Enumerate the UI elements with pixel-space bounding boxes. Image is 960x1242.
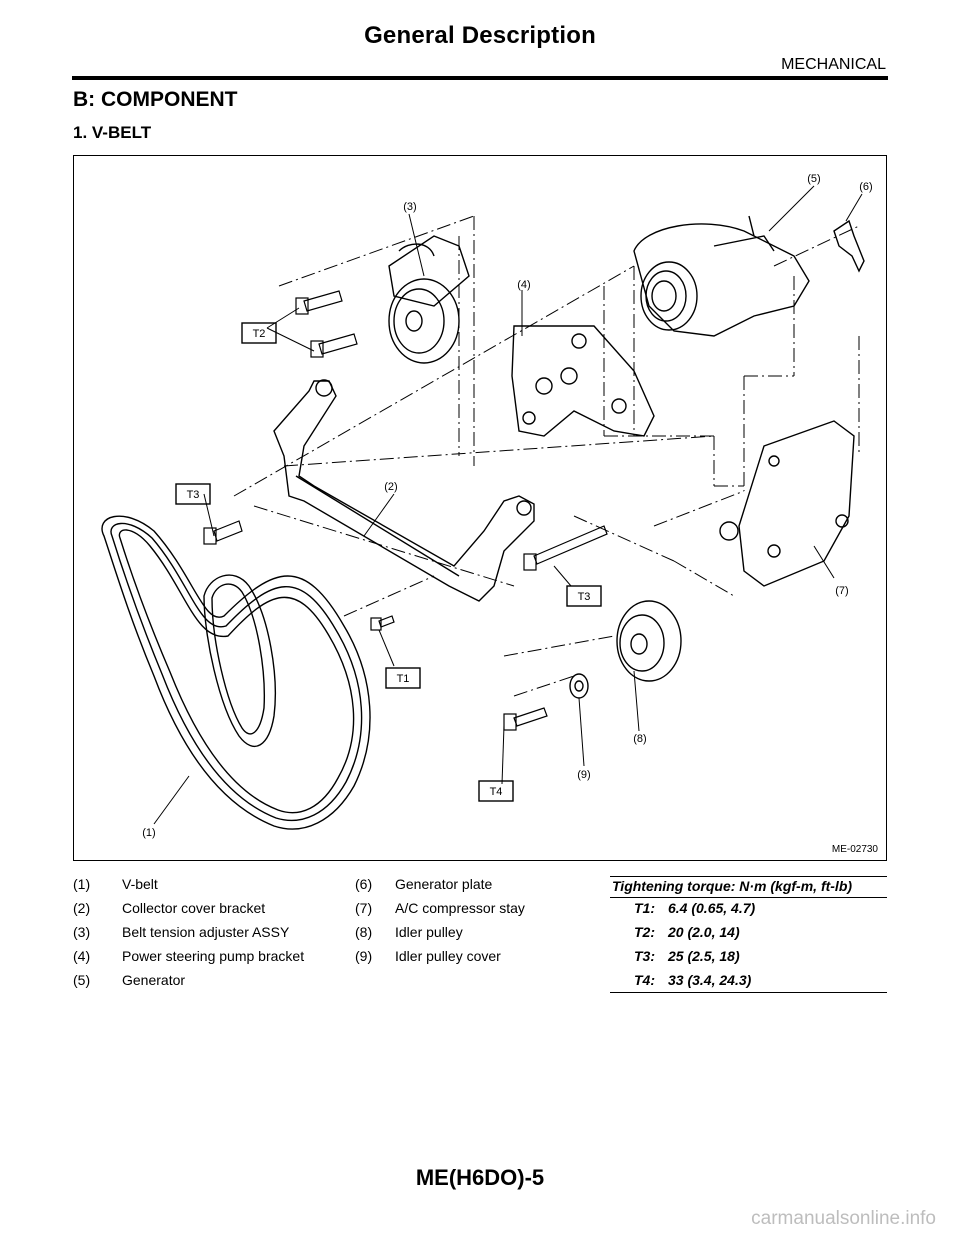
- callout-4: (4): [517, 279, 530, 291]
- torque-value: 25 (2.5, 18): [668, 948, 740, 964]
- legend-label: Collector cover bracket: [122, 900, 266, 916]
- callout-7: (7): [835, 585, 848, 597]
- exploded-view-illustration: T2 T3 T3 T1 T4 (1) (2) (3) (4) (5) (6) (…: [101, 173, 873, 839]
- legend-num: (1): [73, 876, 91, 892]
- torque-rule: [610, 992, 887, 993]
- callout-9: (9): [577, 769, 590, 781]
- legend-num: (5): [73, 972, 91, 988]
- component-diagram: T2 T3 T3 T1 T4 (1) (2) (3) (4) (5) (6) (…: [73, 155, 887, 861]
- torque-key: T3:: [634, 948, 655, 964]
- torque-rule: [610, 897, 887, 898]
- legend-label: Idler pulley: [395, 924, 463, 940]
- legend-label: Power steering pump bracket: [122, 948, 305, 964]
- torque-key: T4:: [634, 972, 655, 988]
- page-code: ME(H6DO)-5: [415, 1165, 545, 1190]
- watermark: carmanualsonline.info: [751, 1208, 936, 1229]
- callout-5: (5): [807, 173, 820, 185]
- torque-value: 6.4 (0.65, 4.7): [668, 900, 756, 916]
- legend-row: (5) Generator: [73, 972, 887, 992]
- legend-num: (8): [355, 924, 373, 940]
- torque-key: T1:: [634, 900, 655, 916]
- torque-tag-t2: T2: [253, 328, 266, 340]
- page-title: General Description: [364, 22, 596, 49]
- torque-tag-t1: T1: [397, 673, 410, 685]
- callout-3: (3): [403, 201, 416, 213]
- subsection-heading: 1. V-BELT: [73, 123, 152, 142]
- legend-num: (3): [73, 924, 91, 940]
- callout-8: (8): [633, 733, 646, 745]
- legend-row: (4) Power steering pump bracket (9) Idle…: [73, 948, 887, 968]
- legend-num: (9): [355, 948, 373, 964]
- callout-1: (1): [142, 827, 155, 839]
- legend-label: Idler pulley cover: [395, 948, 501, 964]
- legend-row: (2) Collector cover bracket (7) A/C comp…: [73, 900, 887, 920]
- callout-2: (2): [384, 481, 397, 493]
- torque-tag-t4: T4: [490, 786, 503, 798]
- torque-value: 33 (3.4, 24.3): [668, 972, 752, 988]
- legend-label: V-belt: [122, 876, 158, 892]
- header-divider: [72, 76, 888, 80]
- callout-6: (6): [859, 181, 872, 193]
- torque-tag-t3: T3: [578, 591, 591, 603]
- legend-label: Generator plate: [395, 876, 493, 892]
- legend-num: (4): [73, 948, 91, 964]
- torque-value: 20 (2.0, 14): [668, 924, 740, 940]
- section-name: MECHANICAL: [781, 56, 886, 73]
- torque-title: Tightening torque: N·m (kgf-m, ft-lb): [612, 878, 853, 894]
- torque-spec: T2: 20 (2.0, 14): [634, 924, 740, 940]
- legend-row: (1) V-belt (6) Generator plate: [73, 876, 887, 896]
- figure-code: ME-02730: [831, 844, 878, 855]
- legend-label: Belt tension adjuster ASSY: [122, 924, 290, 940]
- legend-num: (2): [73, 900, 91, 916]
- torque-spec: T4: 33 (3.4, 24.3): [634, 972, 751, 988]
- legend-num: (6): [355, 876, 373, 892]
- legend-num: (7): [355, 900, 373, 916]
- legend-label: Generator: [122, 972, 186, 988]
- section-heading: B: COMPONENT: [73, 88, 238, 111]
- torque-rule: [610, 876, 887, 877]
- torque-key: T2:: [634, 924, 655, 940]
- legend-label: A/C compressor stay: [395, 900, 525, 916]
- torque-spec: T1: 6.4 (0.65, 4.7): [634, 900, 755, 916]
- torque-spec: T3: 25 (2.5, 18): [634, 948, 740, 964]
- legend-row: (3) Belt tension adjuster ASSY (8) Idler…: [73, 924, 887, 944]
- torque-tag-t3: T3: [187, 489, 200, 501]
